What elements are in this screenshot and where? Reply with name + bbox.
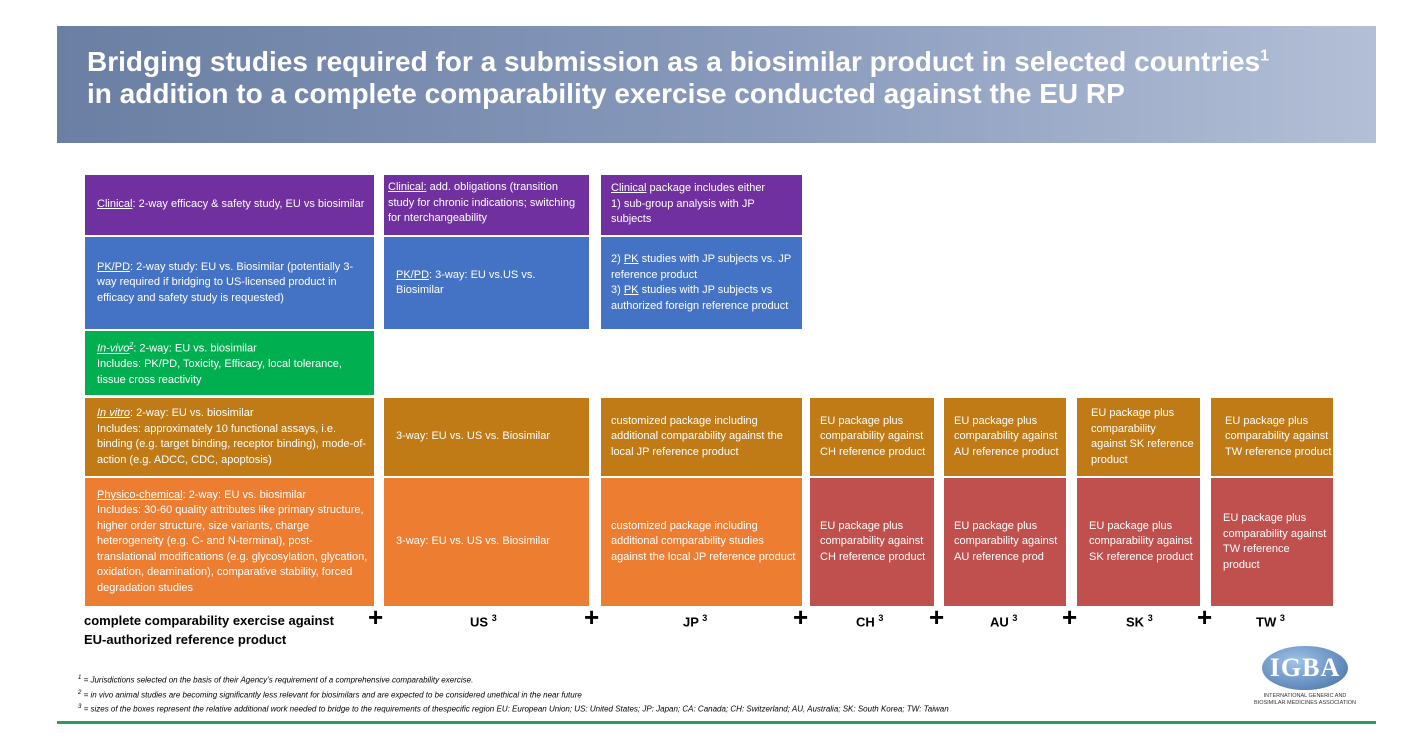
plus-sign: + <box>1197 602 1213 632</box>
eu-clinical-box: Clinical: 2-way efficacy & safety study,… <box>85 175 374 235</box>
us-clinical-box: Clinical: add. obligations (transition s… <box>384 175 589 235</box>
igba-logo-caption: INTERNATIONAL GENERIC AND BIOSIMILAR MED… <box>1254 693 1356 706</box>
us-invitro-box: 3-way: EU vs. US vs. Biosimilar <box>384 398 589 476</box>
footnote-1: 1 = Jurisdictions selected on the basis … <box>78 675 474 685</box>
jp-pk-box: 2) PK studies with JP subjects vs. JP re… <box>601 237 802 329</box>
tw-invitro-box: EU package plus comparability against TW… <box>1211 398 1333 476</box>
us-physchem-box: 3-way: EU vs. US vs. Biosimilar <box>384 478 589 606</box>
footnote-3: 3 = sizes of the boxes represent the rel… <box>78 704 949 714</box>
bottom-divider <box>57 721 1376 724</box>
plus-sign: + <box>793 602 809 632</box>
plus-sign: + <box>1062 602 1078 632</box>
ch-physchem-box: EU package plus comparability against CH… <box>810 478 934 606</box>
us-column-label: US 3 <box>470 613 497 630</box>
au-invitro-box: EU package plus comparability against AU… <box>944 398 1066 476</box>
us-pkpd-box: PK/PD: 3-way: EU vs.US vs. Biosimilar <box>384 237 589 329</box>
ch-column-label: CH 3 <box>856 613 884 630</box>
sk-invitro-box: EU package plus comparability against SK… <box>1077 398 1200 476</box>
eu-column-label: complete comparability exercise against … <box>84 613 334 647</box>
sk-physchem-box: EU package plus comparability against SK… <box>1077 478 1200 606</box>
jp-invitro-box: customized package including additional … <box>601 398 802 476</box>
eu-physchem-box: Physico-chemical: 2-way: EU vs. biosimil… <box>85 478 374 606</box>
sk-column-label: SK 3 <box>1126 613 1153 630</box>
footnote-2: 2 = in vivo animal studies are becoming … <box>78 689 582 700</box>
jp-physchem-box: customized package including additional … <box>601 478 802 606</box>
title-banner: Bridging studies required for a submissi… <box>57 26 1376 143</box>
page-title: Bridging studies required for a submissi… <box>87 46 1270 109</box>
au-physchem-box: EU package plus comparability against AU… <box>944 478 1066 606</box>
plus-sign: + <box>584 602 600 632</box>
ch-invitro-box: EU package plus comparability against CH… <box>810 398 934 476</box>
plus-sign: + <box>368 602 384 632</box>
jp-column-label: JP 3 <box>683 613 708 630</box>
tw-column-label: TW 3 <box>1256 613 1285 630</box>
igba-logo-mark: IGBA <box>1262 646 1348 690</box>
igba-logo: IGBA INTERNATIONAL GENERIC AND BIOSIMILA… <box>1250 646 1360 712</box>
plus-sign: + <box>929 602 945 632</box>
eu-pkpd-box: PK/PD: 2-way study: EU vs. Biosimilar (p… <box>85 237 374 329</box>
tw-physchem-box: EU package plus comparability against TW… <box>1211 478 1333 606</box>
au-column-label: AU 3 <box>990 613 1018 630</box>
footnotes: 1 = Jurisdictions selected on the basis … <box>78 672 1228 716</box>
